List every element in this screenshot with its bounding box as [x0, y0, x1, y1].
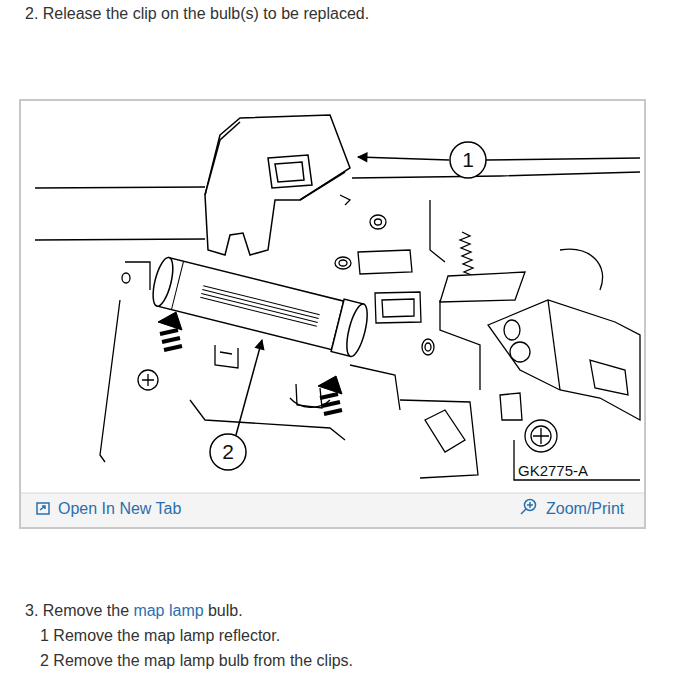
callout-leaders-part — [236, 340, 262, 435]
screws-part — [525, 420, 557, 452]
step-text: bulb. — [208, 602, 243, 619]
map-lamp-reflector — [205, 115, 350, 255]
screws-part — [533, 428, 549, 444]
screws-part — [531, 426, 551, 446]
figure-frame-part — [20, 100, 645, 528]
spring-and-bracket — [440, 232, 525, 302]
spring-and-bracket-part — [460, 232, 474, 276]
map-lamp-bulb — [149, 254, 372, 359]
link-text: Open In New Tab — [58, 499, 181, 519]
lamp-housing-part — [560, 249, 603, 290]
map-lamp-bulb-part — [171, 261, 183, 310]
link-text: Zoom/Print — [546, 499, 624, 519]
step-line: 3. Remove themap lamp bulb. — [25, 601, 247, 621]
plate-holes-part — [382, 299, 414, 317]
plate-lines-part — [35, 239, 205, 240]
callout-number: 2 — [210, 434, 246, 470]
step-text: 3. Remove the — [25, 602, 129, 619]
link-text: map lamp — [133, 602, 203, 619]
sub-step-text: 2 Remove the map lamp bulb from the clip… — [40, 651, 353, 671]
bulb-clips — [215, 345, 330, 408]
map-lamp-bulb-part — [343, 302, 372, 358]
plate-lines-part — [500, 393, 522, 420]
plate-lines-part — [350, 365, 400, 410]
map-lamp-reflector-part — [268, 155, 312, 188]
plate-holes-part — [335, 257, 351, 269]
plate-lines-part — [340, 195, 350, 205]
plate-lines-part — [35, 187, 205, 188]
callout-leaders-part — [486, 158, 640, 160]
screws-part — [142, 374, 154, 386]
direction-arrows-part — [158, 312, 182, 330]
lamp-housing-part — [488, 300, 640, 420]
direction-arrows-part — [160, 330, 182, 350]
spring-and-bracket-part — [440, 272, 525, 302]
map-lamp-reflector-part — [205, 122, 240, 195]
plate-lines — [35, 172, 640, 478]
link-icons-part — [37, 503, 49, 514]
plate-lines-part — [440, 300, 480, 390]
lamp-housing-part — [548, 300, 560, 390]
direction-arrows-part — [320, 394, 342, 414]
plate-holes-part — [375, 292, 421, 323]
figure-code: GK2775-A — [518, 461, 588, 481]
callout-leaders-part — [450, 142, 486, 178]
map-lamp-bulb-part — [157, 258, 344, 350]
map-lamp-reflector-part — [205, 115, 350, 255]
link-icons-part — [40, 506, 45, 510]
callout-leaders-part — [358, 157, 449, 160]
plate-holes-part — [122, 273, 130, 283]
plate-lines-part — [430, 200, 445, 262]
plate-holes-part — [422, 339, 434, 355]
step-text: 2. Release the clip on the bulb(s) to be… — [25, 4, 369, 24]
map-lamp-bulb-part — [149, 256, 177, 308]
callout-leaders — [210, 142, 640, 470]
callout-leaders-part — [210, 434, 246, 470]
plate-lines-part — [352, 172, 640, 178]
lamp-housing-part — [504, 320, 520, 340]
bulb-clips-part — [215, 345, 238, 368]
plate-holes-part — [370, 215, 386, 229]
figure-code-bracket — [514, 440, 640, 480]
sub-step-text: 1 Remove the map lamp reflector. — [40, 626, 280, 646]
screws — [138, 370, 557, 452]
map-lamp-bulb-part — [200, 286, 319, 327]
figure-frame-part — [21, 493, 644, 494]
plate-holes-part — [425, 343, 431, 351]
plate-holes-part — [358, 250, 412, 274]
plate-holes — [122, 215, 465, 452]
figure-frame — [20, 100, 645, 528]
direction-arrows — [158, 312, 342, 414]
plate-lines-part — [400, 400, 478, 478]
plate-holes-part — [375, 219, 382, 225]
figure-code-bracket-part — [514, 440, 640, 480]
plate-lines-part — [100, 300, 120, 462]
lamp-housing-part — [510, 342, 530, 362]
screws-part — [138, 370, 158, 390]
lamp-housing-part — [590, 360, 628, 395]
lamp-housing — [488, 249, 640, 420]
bulb-clips-part — [296, 384, 322, 408]
figure-frame-part — [21, 493, 644, 527]
direction-arrows-part — [318, 376, 342, 394]
callout-number: 1 — [450, 142, 486, 178]
link-icons-part — [521, 502, 533, 514]
plate-holes-part — [425, 410, 465, 452]
map-lamp-reflector-part — [275, 162, 304, 182]
map-lamp-reflector-part — [300, 172, 345, 200]
plate-holes-part — [339, 260, 347, 266]
